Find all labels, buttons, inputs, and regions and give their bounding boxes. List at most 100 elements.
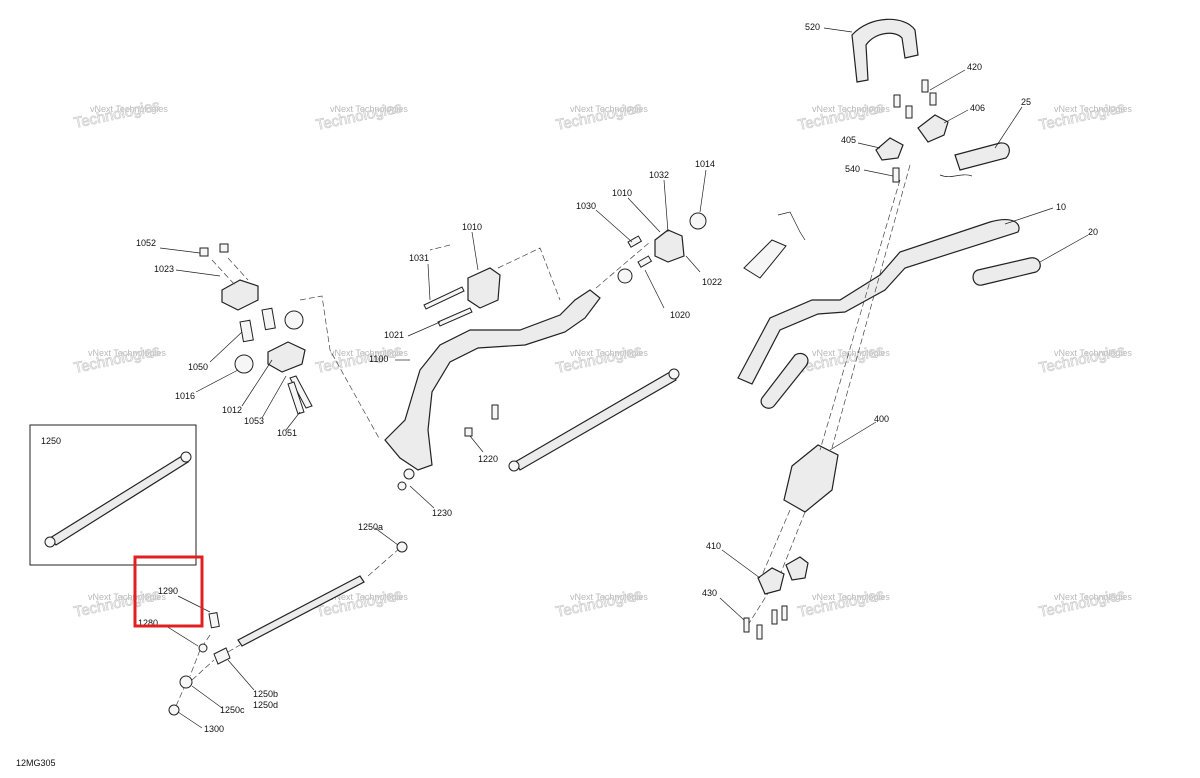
long-screw-part[interactable]	[289, 375, 313, 409]
inset-tie-rod-box	[29, 424, 197, 566]
callout-1250a[interactable]: 1250a	[358, 522, 383, 532]
riser-handle-part[interactable]	[851, 18, 919, 83]
svg-text:vNext Technologies: vNext Technologies	[330, 348, 408, 358]
svg-text:vNext Technologies: vNext Technologies	[812, 104, 890, 114]
watermark: vNext Technologies Technologies	[796, 586, 890, 622]
watermark: vNext Technologies Technologies	[72, 342, 166, 378]
callout-540[interactable]: 540	[845, 164, 860, 174]
lower-clamps-part[interactable]	[757, 556, 809, 595]
callout-405[interactable]: 405	[841, 135, 856, 145]
callout-1021[interactable]: 1021	[384, 330, 404, 340]
nut-part[interactable]	[199, 247, 209, 257]
clamp-part[interactable]	[917, 114, 949, 143]
callout-20[interactable]: 20	[1088, 227, 1098, 237]
bearing-ring-part[interactable]	[689, 212, 707, 230]
watermark: vNext Technologies Technologies	[796, 99, 890, 135]
callout-1022[interactable]: 1022	[702, 277, 722, 287]
callout-420[interactable]: 420	[967, 62, 982, 72]
lower-bolts-part[interactable]	[743, 605, 788, 640]
callout-1300[interactable]: 1300	[204, 724, 224, 734]
bearing-assembly	[199, 243, 381, 441]
clip-part[interactable]	[743, 239, 787, 279]
screw-part[interactable]	[892, 167, 900, 183]
bolt-1290-part[interactable]	[208, 612, 220, 629]
seal-ring-part[interactable]	[284, 310, 304, 330]
rod-end-lower-part[interactable]	[179, 675, 193, 689]
svg-text:vNext Technologies: vNext Technologies	[570, 104, 648, 114]
long-bolt-part[interactable]	[423, 286, 465, 310]
callout-1032[interactable]: 1032	[649, 170, 669, 180]
lower-clamp-part[interactable]	[875, 137, 904, 161]
pin-part[interactable]	[627, 235, 643, 248]
callout-1050[interactable]: 1050	[188, 362, 208, 372]
leader-lines	[159, 27, 1089, 729]
callout-1053[interactable]: 1053	[244, 416, 264, 426]
svg-text:vNext Technologies: vNext Technologies	[1054, 104, 1132, 114]
washer-part[interactable]	[397, 481, 407, 491]
callout-1250[interactable]: 1250	[41, 436, 61, 446]
bolt-group-part[interactable]	[893, 79, 937, 119]
handlebar-part[interactable]	[737, 219, 1020, 385]
bolt-part[interactable]	[437, 307, 473, 327]
screw-pair-part[interactable]	[287, 381, 305, 415]
column-bushing-part[interactable]	[467, 267, 501, 309]
watermark: vNext Technologies Technologies	[314, 586, 408, 622]
column-clamp-part[interactable]	[654, 229, 685, 263]
callout-1020[interactable]: 1020	[670, 310, 690, 320]
svg-text:vNext Technologies: vNext Technologies	[1054, 348, 1132, 358]
callout-1014[interactable]: 1014	[695, 159, 715, 169]
steering-column-part[interactable]	[384, 289, 601, 471]
ball-joint-bolt-part[interactable]	[491, 404, 499, 420]
callout-10[interactable]: 10	[1056, 202, 1066, 212]
upper-block-part[interactable]	[221, 279, 259, 311]
sleeve-part[interactable]	[637, 255, 653, 268]
jam-nut-part[interactable]	[213, 647, 231, 665]
callout-1023[interactable]: 1023	[154, 264, 174, 274]
inset-tie-rod-part[interactable]	[49, 455, 189, 546]
svg-text:vNext Technologies: vNext Technologies	[570, 592, 648, 602]
callout-1010-upper[interactable]: 1010	[612, 188, 632, 198]
right-grip-part[interactable]	[972, 257, 1041, 286]
nut-1300-part[interactable]	[168, 704, 180, 716]
callout-1280[interactable]: 1280	[138, 618, 158, 628]
watermark: vNext Technologies Technologies	[1037, 99, 1132, 135]
callout-25[interactable]: 25	[1021, 97, 1031, 107]
callout-1051[interactable]: 1051	[277, 428, 297, 438]
callout-1250c[interactable]: 1250c	[220, 705, 245, 715]
tie-rod-part[interactable]	[514, 371, 677, 471]
callout-1250b[interactable]: 1250b	[253, 689, 278, 699]
svg-text:vNext Technologies: vNext Technologies	[330, 592, 408, 602]
hand-grip-part[interactable]	[954, 142, 1010, 171]
nut-part[interactable]	[403, 468, 415, 480]
callout-1290[interactable]: 1290	[158, 586, 178, 596]
callout-1052[interactable]: 1052	[136, 238, 156, 248]
callout-1230[interactable]: 1230	[432, 508, 452, 518]
left-grip-part[interactable]	[760, 352, 809, 409]
bushing-ring-part[interactable]	[617, 268, 633, 284]
callout-1016[interactable]: 1016	[175, 391, 195, 401]
seal-ring-lower-part[interactable]	[234, 354, 254, 374]
callout-1031[interactable]: 1031	[409, 253, 429, 263]
callout-1030[interactable]: 1030	[576, 201, 596, 211]
spacer-part[interactable]	[261, 307, 276, 331]
washer-lower-part[interactable]	[198, 643, 208, 653]
callout-430[interactable]: 430	[702, 588, 717, 598]
callout-520[interactable]: 520	[805, 22, 820, 32]
callout-1010-lower[interactable]: 1010	[462, 222, 482, 232]
rod-end-part[interactable]	[396, 541, 408, 553]
svg-text:vNext Technologies: vNext Technologies	[88, 348, 166, 358]
callout-1012[interactable]: 1012	[222, 405, 242, 415]
callout-410[interactable]: 410	[706, 541, 721, 551]
lower-tie-rod-part[interactable]	[237, 575, 365, 647]
callout-406[interactable]: 406	[970, 103, 985, 113]
diagram-code: 12MG305	[16, 758, 56, 768]
lower-block-part[interactable]	[267, 341, 306, 373]
callout-1220[interactable]: 1220	[478, 454, 498, 464]
callout-400[interactable]: 400	[874, 414, 889, 424]
callout-1100[interactable]: 1100	[369, 354, 388, 364]
inset-frame	[29, 424, 197, 566]
steering-bracket-part[interactable]	[783, 444, 839, 513]
watermarks: vNext Technologies Technologies vNext Te…	[72, 97, 1132, 622]
svg-text:vNext Technologies: vNext Technologies	[812, 592, 890, 602]
callout-1250d[interactable]: 1250d	[253, 700, 278, 710]
